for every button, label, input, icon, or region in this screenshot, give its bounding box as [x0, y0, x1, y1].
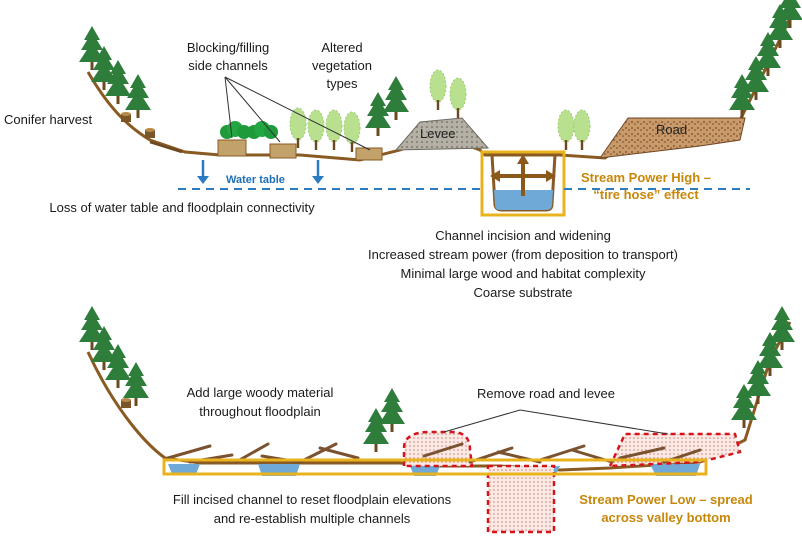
removed-levee-area [402, 430, 474, 468]
conifer-harvest-label: Conifer harvest [4, 112, 93, 127]
tree-stump-icon [121, 398, 131, 408]
stream-power-low-box [162, 458, 708, 476]
remove-road-levee-label: Remove road and levee [477, 386, 615, 401]
log-icon [538, 444, 586, 462]
deciduous-tree-icon [307, 109, 325, 151]
arrow-down-icon [197, 160, 209, 184]
bottom-ground-profile [86, 321, 792, 472]
top-panel: Levee Road Wate [4, 0, 802, 300]
side-channel-fill [217, 139, 247, 157]
shrub-icon [247, 121, 278, 139]
arrow-down-icon [312, 160, 324, 184]
log-icon [618, 446, 666, 460]
water-table-label: Water table [226, 174, 285, 186]
impact-line-2: Increased stream power (from deposition … [368, 247, 678, 262]
bottom-panel: Add large woody material throughout floo… [79, 306, 795, 534]
stream-power-low-label-1: Stream Power Low – spread [579, 492, 752, 507]
road-shape [598, 117, 746, 159]
altered-vegetation-label-2: vegetation [312, 58, 372, 73]
stream-power-high-label-1: Stream Power High – [581, 170, 711, 185]
impact-line-1: Channel incision and widening [435, 228, 611, 243]
deciduous-tree-icon [557, 109, 575, 151]
levee-shape [394, 117, 490, 151]
add-large-woody-label-1: Add large woody material [187, 385, 334, 400]
loss-water-table-label: Loss of water table and floodplain conne… [49, 200, 315, 215]
tree-stump-icon [145, 128, 155, 138]
callout-line [224, 76, 233, 139]
fill-incised-label-1: Fill incised channel to reset floodplain… [173, 492, 452, 507]
stream-power-high-label-2: “tire hose” effect [593, 187, 699, 202]
conifer-tree-icon [125, 74, 151, 118]
stream-power-low-label-2: across valley bottom [601, 510, 730, 525]
levee-label: Levee [420, 126, 455, 141]
road-label: Road [656, 122, 687, 137]
blocking-side-channels-label-2: side channels [188, 58, 268, 73]
side-channel-fill [269, 143, 297, 159]
shrub-icon [220, 121, 251, 139]
log-icon [166, 444, 212, 460]
add-large-woody-label-2: throughout floodplain [199, 404, 320, 419]
altered-vegetation-label-1: Altered [321, 40, 362, 55]
deciduous-tree-icon [343, 111, 361, 153]
channel-water [494, 190, 553, 210]
stream-power-high-box [480, 150, 566, 217]
deciduous-tree-icon [573, 109, 591, 151]
four-way-arrow-icon [490, 154, 556, 196]
deciduous-tree-icon [325, 109, 343, 151]
fill-incised-label-2: and re-establish multiple channels [214, 511, 411, 526]
altered-vegetation-label-3: types [326, 76, 358, 91]
removed-road-area [607, 432, 742, 468]
callout-line [224, 76, 281, 143]
callout-line [443, 409, 521, 433]
tree-stump-icon [121, 112, 131, 122]
blocking-side-channels-label-1: Blocking/filling [187, 40, 269, 55]
conifer-tree-icon [363, 408, 389, 452]
log-icon [422, 442, 464, 458]
deciduous-tree-icon [449, 77, 467, 119]
multi-channel-water [168, 464, 200, 474]
deciduous-tree-icon [429, 69, 447, 111]
side-channel-fill [355, 147, 383, 161]
impact-line-3: Minimal large wood and habitat complexit… [401, 266, 646, 281]
log-icon [149, 140, 183, 154]
impact-line-4: Coarse substrate [474, 285, 573, 300]
filled-incised-channel [486, 464, 556, 534]
log-icon [318, 446, 360, 460]
callout-line [224, 76, 371, 151]
callout-line [519, 409, 669, 435]
